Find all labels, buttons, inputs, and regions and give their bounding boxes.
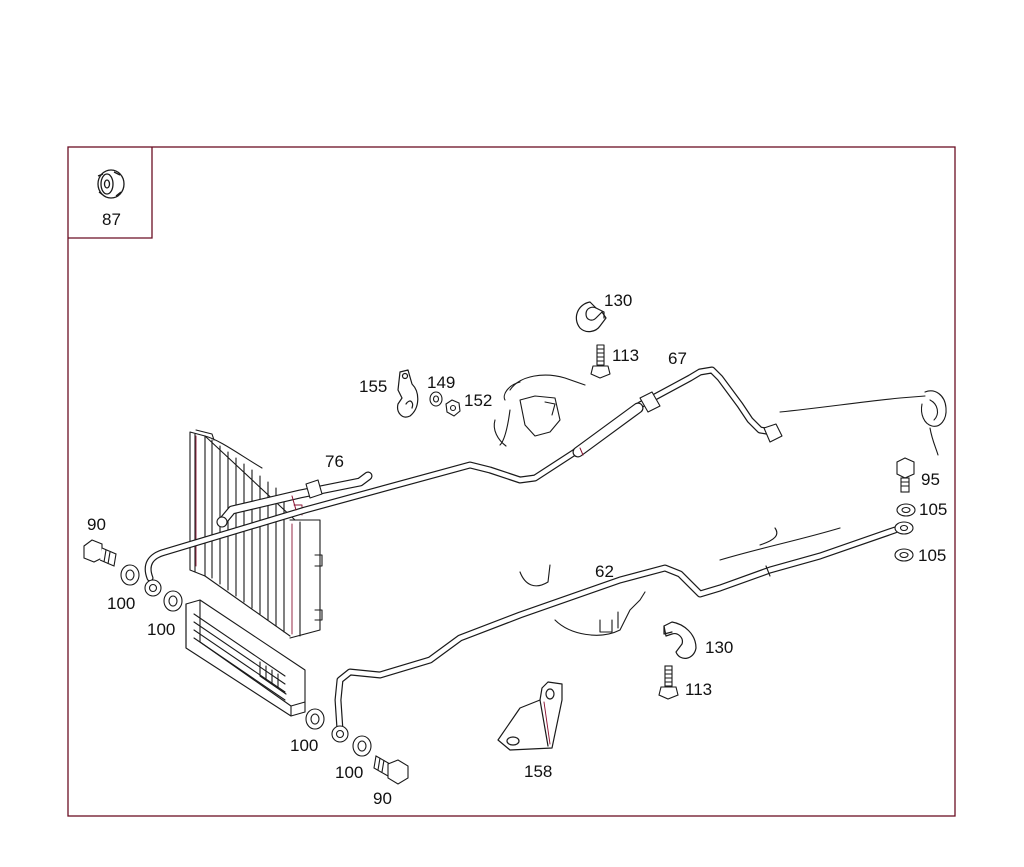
callout-149: 149 [427, 373, 455, 392]
pipe-radiator-short [216, 471, 373, 528]
washer-105-upper [896, 503, 916, 517]
bolt-113-lower [658, 665, 679, 700]
washer-149 [429, 391, 443, 407]
banjo-bolt-95 [896, 457, 915, 493]
callout-90-bottom: 90 [373, 789, 392, 808]
washer-100-a [120, 564, 140, 586]
washer-105-lower [894, 548, 914, 562]
callout-100-d: 100 [335, 763, 363, 782]
washer-100-c [305, 708, 325, 730]
bolt-113-upper [590, 344, 611, 379]
callout-100-c: 100 [290, 736, 318, 755]
inset-part-number: 87 [102, 210, 121, 229]
callout-105-lower: 105 [918, 546, 946, 565]
callout-130-lower: 130 [705, 638, 733, 657]
engine-bracket-outline [493, 374, 586, 447]
rubber-mount-icon [97, 169, 125, 199]
washer-100-d [352, 735, 372, 757]
callout-155: 155 [359, 377, 387, 396]
transmission-housing [519, 390, 947, 636]
bracket-158-highlight [543, 701, 551, 745]
callout-100-b: 100 [147, 620, 175, 639]
callout-62: 62 [595, 562, 614, 581]
radiator [189, 429, 323, 639]
nut-152 [445, 399, 461, 417]
diagram-frame [67, 146, 956, 817]
clamp-130-upper [575, 301, 607, 333]
callout-67: 67 [668, 349, 687, 368]
pipe-76-fittings [144, 391, 783, 597]
callout-76: 76 [325, 452, 344, 471]
callout-90-left: 90 [87, 515, 106, 534]
pipe-62 [334, 526, 899, 734]
clip-155 [397, 369, 419, 418]
callout-100-a: 100 [107, 594, 135, 613]
pipe-76 [144, 366, 776, 582]
callout-130-upper: 130 [604, 291, 632, 310]
callout-113-lower: 113 [685, 680, 712, 699]
banjo-bolt-90-bottom [373, 755, 409, 785]
callout-95: 95 [921, 470, 940, 489]
callout-113-upper: 113 [612, 346, 639, 365]
bracket-158 [497, 681, 563, 751]
banjo-bolt-90-left [83, 539, 117, 567]
clamp-130-lower [663, 621, 697, 659]
inset-box: 87 [68, 147, 153, 239]
oil-cooler [185, 599, 306, 717]
pipe-62-fittings [331, 521, 914, 743]
callout-labels: 130 113 67 155 149 152 76 95 105 105 90 … [87, 291, 947, 808]
washer-100-b [163, 590, 183, 612]
callout-105-upper: 105 [919, 500, 947, 519]
callout-152: 152 [464, 391, 492, 410]
callout-158: 158 [524, 762, 552, 781]
